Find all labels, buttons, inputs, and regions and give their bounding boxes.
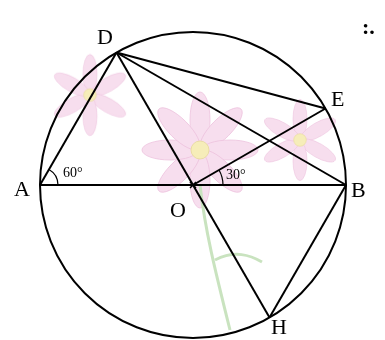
angle-arc bbox=[219, 170, 223, 185]
center-mark bbox=[190, 182, 196, 188]
chord-bh bbox=[270, 185, 347, 318]
diameter-dh bbox=[117, 53, 270, 318]
angle-label: 30° bbox=[226, 168, 246, 182]
angle-label: 60° bbox=[63, 166, 83, 180]
angle-arc bbox=[49, 169, 58, 185]
circle-outline bbox=[40, 32, 346, 338]
point-label: A bbox=[14, 178, 30, 200]
point-label: O bbox=[170, 199, 186, 221]
point-label: E bbox=[331, 88, 344, 110]
circle-figure bbox=[40, 32, 346, 338]
cut-text: :. bbox=[362, 16, 375, 38]
chord-db bbox=[117, 53, 347, 186]
chord-de bbox=[117, 53, 326, 109]
point-label: H bbox=[271, 316, 287, 338]
chord-ad bbox=[40, 53, 117, 186]
radius-oe bbox=[193, 109, 326, 186]
flower-watermark bbox=[51, 54, 338, 330]
point-label: D bbox=[97, 26, 113, 48]
point-label: B bbox=[351, 179, 366, 201]
